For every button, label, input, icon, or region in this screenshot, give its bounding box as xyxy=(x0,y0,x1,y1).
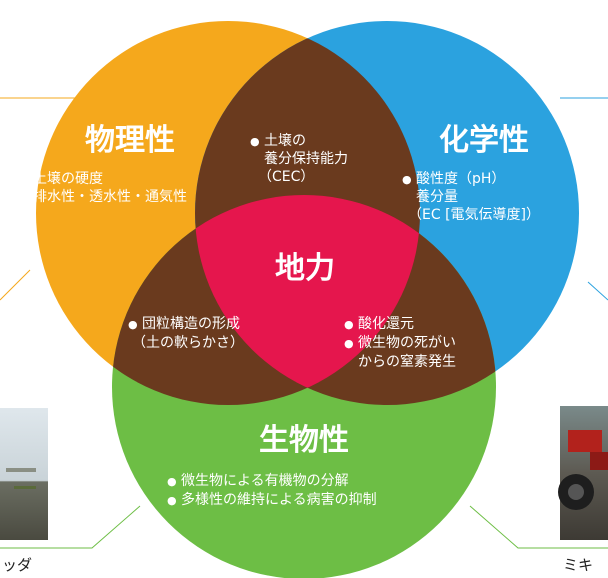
chemical-line-3: （EC [電気伝導度]） xyxy=(408,207,540,223)
physical-line-1: 土壌の硬度 xyxy=(33,171,103,187)
pb-line-1: 団粒構造の形成 xyxy=(142,316,240,332)
connector-biological-left xyxy=(0,505,141,549)
chemical-line-1: 酸性度（pH） xyxy=(416,171,505,187)
biological-bullet-1: ● xyxy=(167,475,177,488)
connector-physical-left xyxy=(0,269,31,301)
pc-line-3: （CEC） xyxy=(258,169,314,185)
physical-bullet: ● xyxy=(20,173,30,186)
chemical-line-2: 養分量 xyxy=(416,188,458,205)
cb-line-3: からの窒素発生 xyxy=(358,353,456,370)
cb-line-2: 微生物の死がい xyxy=(358,335,456,351)
pb-bullet: ● xyxy=(128,318,138,331)
physical-title: 物理性 xyxy=(85,123,175,158)
photo-left-caption: ッダ xyxy=(2,556,33,574)
photo-right xyxy=(558,406,608,540)
pc-line-1: 土壌の xyxy=(264,133,306,149)
physical-line-2: 排水性・透水性・通気性 xyxy=(33,189,187,205)
chemical-bullet: ● xyxy=(402,173,412,186)
pb-line-2: （土の軟らかさ） xyxy=(132,335,244,351)
photo-right-caption: ミキ xyxy=(563,556,594,574)
biological-line-2: 多様性の維持による病害の抑制 xyxy=(181,491,377,508)
photo-left xyxy=(0,408,48,540)
biological-bullet-2: ● xyxy=(167,494,177,507)
center-label: 地力 xyxy=(275,251,335,286)
biological-title: 生物性 xyxy=(259,423,349,458)
cb-line-1: 酸化還元 xyxy=(358,316,414,332)
biological-line-1: 微生物による有機物の分解 xyxy=(181,473,349,489)
connector-chemical-right xyxy=(587,281,608,301)
pc-bullet: ● xyxy=(250,135,260,148)
cb-bullet-2: ● xyxy=(344,337,354,350)
pc-line-2: 養分保持能力 xyxy=(264,150,348,167)
connector-biological-right xyxy=(469,505,608,549)
cb-bullet-1: ● xyxy=(344,318,354,331)
chemical-title: 化学性 xyxy=(439,123,529,158)
